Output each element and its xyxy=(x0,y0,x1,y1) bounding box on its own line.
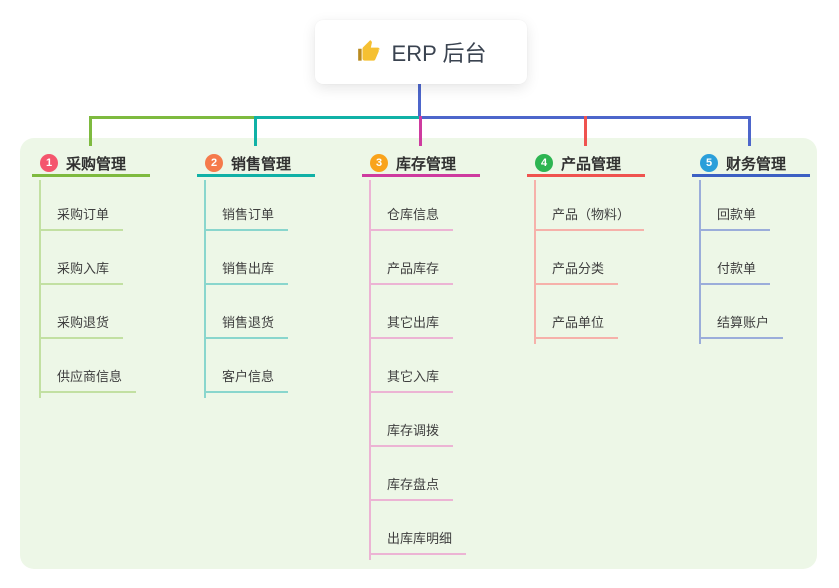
branch-child-line xyxy=(369,180,371,560)
child-node[interactable]: 销售出库 xyxy=(204,258,289,285)
child-node[interactable]: 产品库存 xyxy=(369,258,454,285)
child-node[interactable]: 库存盘点 xyxy=(369,474,454,501)
branch-badge: 1 xyxy=(40,154,58,172)
mindmap-panel xyxy=(20,138,817,569)
branch-badge: 4 xyxy=(535,154,553,172)
connector-drop-sales xyxy=(254,116,257,146)
child-node[interactable]: 回款单 xyxy=(699,204,771,231)
child-node[interactable]: 结算账户 xyxy=(699,312,784,339)
child-node[interactable]: 采购退货 xyxy=(39,312,124,339)
root-node[interactable]: ERP 后台 xyxy=(315,20,527,84)
thumbs-up-icon xyxy=(357,40,380,61)
branch-sales: 2 销售管理 销售订单 销售出库 销售退货 客户信息 xyxy=(197,152,347,398)
child-node[interactable]: 销售退货 xyxy=(204,312,289,339)
branch-badge: 2 xyxy=(205,154,223,172)
child-node[interactable]: 供应商信息 xyxy=(39,366,137,393)
connector-bus-sales xyxy=(256,116,420,119)
branch-label: 销售管理 xyxy=(231,155,292,173)
branch-badge: 5 xyxy=(700,154,718,172)
connector-drop-finance xyxy=(748,116,751,146)
branch-title-inventory[interactable]: 3 库存管理 xyxy=(362,152,480,177)
child-node[interactable]: 仓库信息 xyxy=(369,204,454,231)
connector-bus-purchase xyxy=(89,116,256,119)
branch-title-purchase[interactable]: 1 采购管理 xyxy=(32,152,150,177)
branch-child-line xyxy=(39,180,41,398)
branch-finance: 5 财务管理 回款单 付款单 结算账户 xyxy=(692,152,839,344)
connector-drop-product xyxy=(584,116,587,146)
child-node[interactable]: 销售订单 xyxy=(204,204,289,231)
child-node[interactable]: 客户信息 xyxy=(204,366,289,393)
branch-inventory: 3 库存管理 仓库信息 产品库存 其它出库 其它入库 库存调拨 库存盘点 出库库… xyxy=(362,152,512,560)
child-node[interactable]: 产品单位 xyxy=(534,312,619,339)
branch-child-line xyxy=(204,180,206,398)
connector-root-stem xyxy=(418,83,421,118)
child-node[interactable]: 其它入库 xyxy=(369,366,454,393)
branch-purchase: 1 采购管理 采购订单 采购入库 采购退货 供应商信息 xyxy=(32,152,182,398)
branch-label: 财务管理 xyxy=(726,155,787,173)
child-node[interactable]: 采购订单 xyxy=(39,204,124,231)
branch-child-line xyxy=(534,180,536,344)
branch-badge: 3 xyxy=(370,154,388,172)
root-label: ERP 后台 xyxy=(391,41,487,66)
child-node[interactable]: 采购入库 xyxy=(39,258,124,285)
branch-title-finance[interactable]: 5 财务管理 xyxy=(692,152,810,177)
branch-child-line xyxy=(699,180,701,344)
branch-title-sales[interactable]: 2 销售管理 xyxy=(197,152,315,177)
child-node[interactable]: 付款单 xyxy=(699,258,771,285)
child-node[interactable]: 其它出库 xyxy=(369,312,454,339)
child-node[interactable]: 出库库明细 xyxy=(369,528,467,555)
branch-label: 采购管理 xyxy=(66,155,127,173)
branch-product: 4 产品管理 产品（物料） 产品分类 产品单位 xyxy=(527,152,677,344)
branch-label: 库存管理 xyxy=(396,155,457,173)
branch-label: 产品管理 xyxy=(561,155,622,173)
child-node[interactable]: 库存调拨 xyxy=(369,420,454,447)
connector-drop-inventory xyxy=(419,116,422,146)
connector-drop-purchase xyxy=(89,116,92,146)
child-node[interactable]: 产品（物料） xyxy=(534,204,645,231)
branch-title-product[interactable]: 4 产品管理 xyxy=(527,152,645,177)
child-node[interactable]: 产品分类 xyxy=(534,258,619,285)
